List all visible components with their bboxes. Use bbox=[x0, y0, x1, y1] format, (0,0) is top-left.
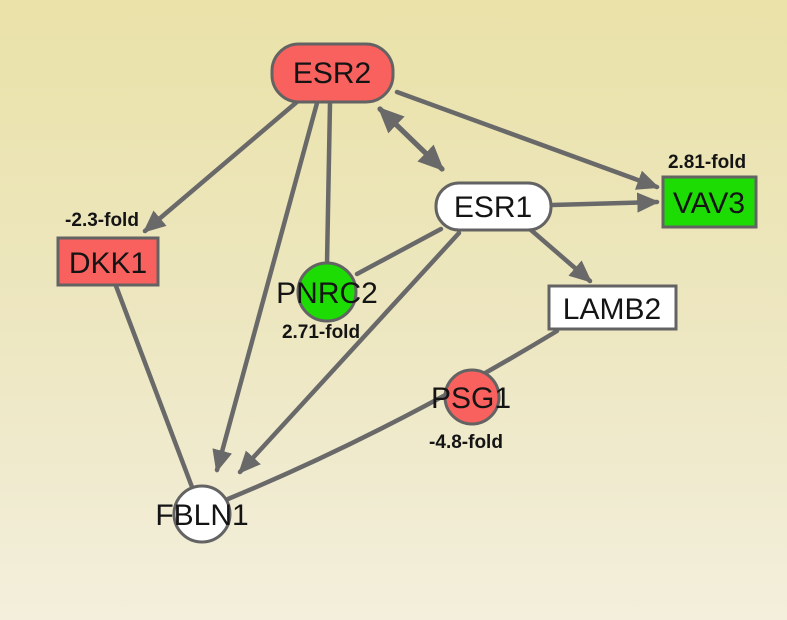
edge-esr2-dkk1 bbox=[142, 98, 301, 234]
vav3-label: VAV3 bbox=[673, 187, 745, 220]
psg1-shape[interactable] bbox=[443, 368, 501, 426]
edge-lamb2-fbln1 bbox=[225, 328, 560, 502]
edge-esr2-pnrc2 bbox=[324, 100, 333, 267]
pnrc2-label: PNRC2 bbox=[276, 277, 378, 310]
lamb2-label: LAMB2 bbox=[563, 293, 661, 326]
edge-esr1-pnrc2 bbox=[354, 226, 444, 277]
pnrc2-shape[interactable] bbox=[296, 261, 358, 323]
edge-esr1-lamb2 bbox=[528, 227, 593, 284]
edge-esr1-vav3 bbox=[549, 192, 660, 213]
edge-esr1-fbln1 bbox=[237, 230, 462, 475]
dkk1-fold-change-label: -2.3-fold bbox=[65, 210, 139, 231]
pnrc2-fold-change-label: 2.71-fold bbox=[282, 322, 360, 343]
esr2-label: ESR2 bbox=[293, 57, 371, 90]
node-vav3[interactable]: VAV3 2.81-fold bbox=[661, 152, 758, 229]
fbln1-shape[interactable] bbox=[172, 484, 232, 544]
lamb2-shape[interactable] bbox=[547, 284, 678, 331]
vav3-shape[interactable] bbox=[661, 175, 758, 229]
node-lamb2[interactable]: LAMB2 bbox=[547, 284, 678, 331]
node-esr1[interactable]: ESR1 bbox=[434, 181, 553, 232]
edge-esr2-esr1-bidirectional bbox=[377, 106, 445, 172]
node-esr2[interactable]: ESR2 bbox=[270, 42, 395, 104]
node-fbln1[interactable]: FBLN1 bbox=[155, 484, 249, 544]
node-psg1[interactable]: PSG1 -4.8-fold bbox=[429, 368, 511, 453]
dkk1-label: DKK1 bbox=[69, 247, 147, 280]
node-layer: ESR2 ESR1 VAV3 2.81-fold DKK1 -2.3-fold … bbox=[56, 42, 758, 544]
psg1-fold-change-label: -4.8-fold bbox=[429, 432, 503, 453]
esr1-label: ESR1 bbox=[454, 191, 532, 224]
edge-dkk1-fbln1 bbox=[113, 283, 195, 490]
edge-esr2-vav3 bbox=[394, 89, 660, 190]
esr2-shape[interactable] bbox=[270, 42, 395, 104]
psg1-label: PSG1 bbox=[431, 382, 511, 415]
dkk1-shape[interactable] bbox=[56, 236, 160, 287]
node-dkk1[interactable]: DKK1 -2.3-fold bbox=[56, 210, 160, 287]
esr1-shape[interactable] bbox=[434, 181, 553, 232]
node-pnrc2[interactable]: PNRC2 2.71-fold bbox=[276, 261, 378, 343]
vav3-fold-change-label: 2.81-fold bbox=[668, 152, 746, 173]
edge-layer bbox=[113, 89, 660, 502]
edge-esr2-fbln1 bbox=[212, 100, 320, 473]
fbln1-label: FBLN1 bbox=[155, 499, 248, 532]
